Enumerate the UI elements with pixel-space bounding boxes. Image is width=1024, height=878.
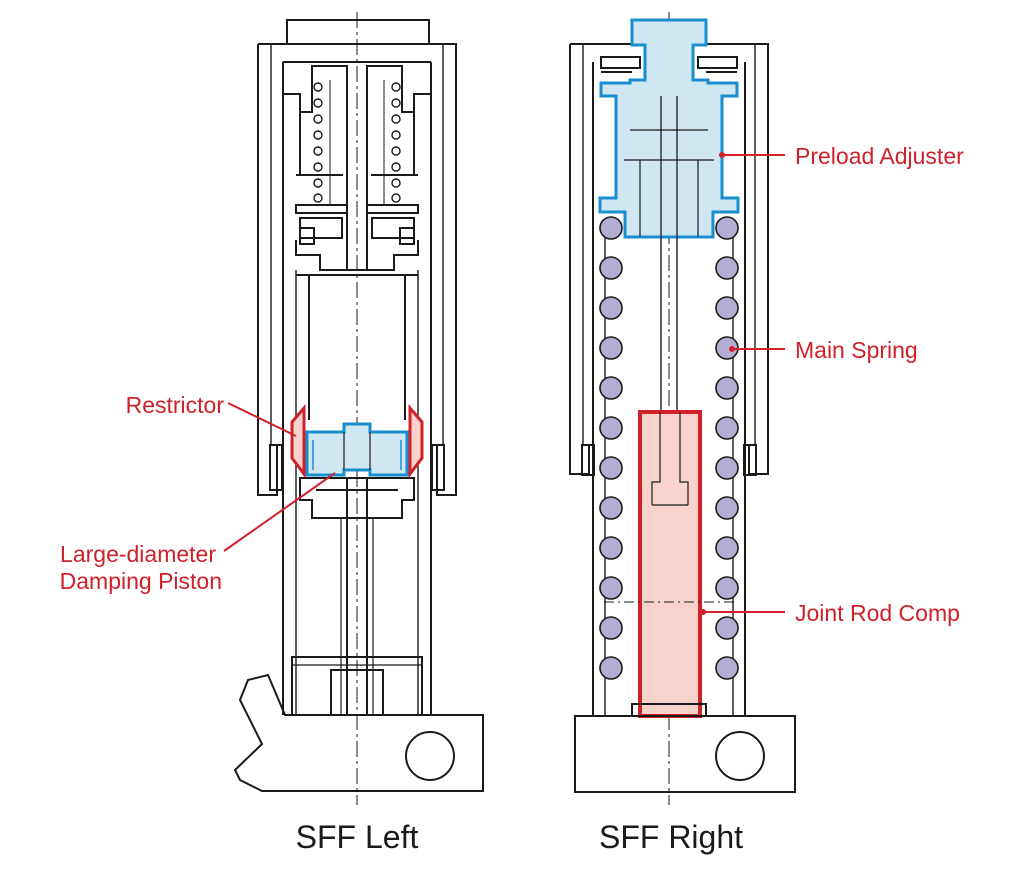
- restrictor-label: Restrictor: [126, 392, 225, 418]
- restrictor-leader: [227, 402, 297, 437]
- right-main-spring: [599, 216, 739, 680]
- left-damper-cylinder: [308, 275, 406, 420]
- preload-adjuster-label: Preload Adjuster: [795, 143, 964, 169]
- right-fork-diagram: [569, 12, 796, 805]
- left-restrictors: [290, 403, 424, 479]
- right-axle-hole: [715, 731, 765, 781]
- right-central-rod: [660, 237, 678, 412]
- right-fork-caption: SFF Right: [599, 819, 743, 855]
- left-damping-piston: [305, 422, 409, 477]
- right-top-cap: [600, 56, 738, 73]
- damping-piston-label-line2: Damping Piston: [60, 568, 222, 594]
- left-inner-tube: [282, 62, 432, 715]
- left-fork-caption: SFF Left: [296, 819, 419, 855]
- left-axle-hole: [405, 731, 455, 781]
- left-outer-tube: [257, 43, 457, 496]
- callout-leaders: [223, 154, 785, 613]
- left-axle-bracket: [233, 673, 484, 792]
- callout-dots: [700, 152, 735, 615]
- right-joint-rod-comp: [604, 410, 734, 718]
- right-preload-adjuster: [598, 18, 740, 239]
- left-fork-diagram: [233, 12, 484, 805]
- damping-piston-leader: [223, 472, 336, 552]
- right-axle-bracket: [574, 715, 796, 793]
- left-piston-rod: [346, 478, 368, 715]
- left-top-cap: [286, 19, 430, 45]
- joint-rod-comp-label: Joint Rod Comp: [795, 600, 960, 626]
- right-inner-tube: [592, 62, 746, 715]
- left-upper-springs: [313, 80, 401, 205]
- main-spring-label: Main Spring: [795, 337, 918, 363]
- left-cartridge-top: [283, 61, 431, 270]
- left-piston-base: [299, 477, 415, 519]
- damping-piston-label-line1: Large-diameter: [60, 541, 216, 567]
